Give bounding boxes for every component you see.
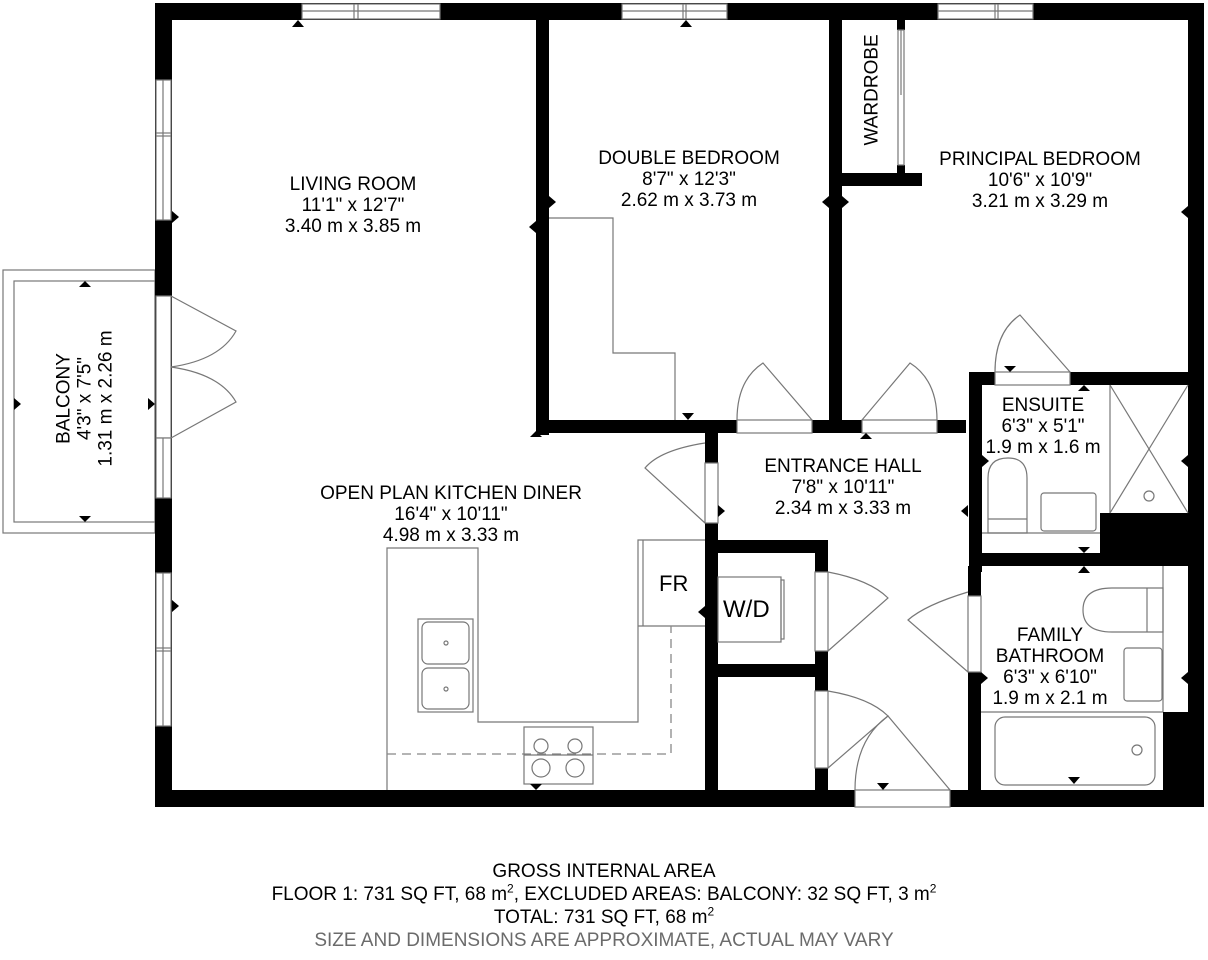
area-summary: GROSS INTERNAL AREA FLOOR 1: 731 SQ FT, … (0, 860, 1208, 952)
room-label-double-bedroom: DOUBLE BEDROOM 8'7" x 12'3" 2.62 m x 3.7… (598, 148, 780, 211)
room-label-kitchen-diner: OPEN PLAN KITCHEN DINER 16'4" x 10'11" 4… (320, 483, 582, 546)
room-name: ENSUITE (1001, 395, 1085, 416)
room-metric: 1.9 m x 1.6 m (985, 437, 1101, 458)
room-metric: 1.9 m x 2.1 m (992, 688, 1108, 709)
superscript: 2 (929, 881, 937, 896)
room-imperial: 4'3" x 7'5" (74, 356, 96, 441)
disclaimer: SIZE AND DIMENSIONS ARE APPROXIMATE, ACT… (314, 930, 894, 951)
superscript: 2 (507, 881, 514, 896)
fridge-label: FR (659, 571, 689, 596)
total-area-text: TOTAL: 731 SQ FT, 68 m (493, 907, 708, 928)
room-name-line1: FAMILY (1016, 625, 1084, 646)
room-name: LIVING ROOM (289, 174, 417, 195)
room-name: BALCONY (53, 353, 75, 444)
room-label-family-bathroom: FAMILY BATHROOM 6'3" x 6'10" 1.9 m x 2.1… (992, 625, 1107, 709)
doors (644, 314, 1071, 808)
room-label-ensuite: ENSUITE 6'3" x 5'1" 1.9 m x 1.6 m (985, 395, 1100, 458)
room-imperial: 10'6" x 10'9" (987, 170, 1093, 191)
room-imperial: 7'8" x 10'11" (791, 477, 895, 498)
floor-area: FLOOR 1: 731 SQ FT, 68 m2, EXCLUDED AREA… (0, 883, 1208, 906)
room-imperial: 11'1" x 12'7" (301, 195, 405, 216)
room-label-wardrobe: WARDROBE (862, 34, 883, 145)
room-label-living-room: LIVING ROOM 11'1" x 12'7" 3.40 m x 3.85 … (285, 174, 421, 237)
room-name: PRINCIPAL BEDROOM (939, 149, 1141, 170)
room-imperial: 16'4" x 10'11" (394, 504, 508, 525)
superscript: 2 (707, 904, 715, 919)
room-metric: 2.34 m x 3.33 m (774, 498, 912, 519)
room-label-principal-bedroom: PRINCIPAL BEDROOM 10'6" x 10'9" 3.21 m x… (939, 149, 1141, 212)
room-name-line2: BATHROOM (995, 646, 1105, 667)
excluded-area-text: , EXCLUDED AREAS: BALCONY: 32 SQ FT, 3 m (513, 884, 930, 905)
built-in-outline (549, 217, 676, 420)
room-metric: 3.21 m x 3.29 m (971, 191, 1109, 212)
kitchen-units (386, 539, 785, 790)
room-name: ENTRANCE HALL (764, 456, 922, 477)
room-imperial: 6'3" x 5'1" (1001, 416, 1085, 437)
room-name: WARDROBE (861, 34, 883, 146)
ensuite-fixtures (982, 384, 1189, 534)
room-label-balcony: BALCONY 4'3" x 7'5" 1.31 m x 2.26 m (54, 309, 117, 489)
total-area: TOTAL: 731 SQ FT, 68 m2 (0, 906, 1208, 929)
wardrobe-doors (897, 29, 905, 166)
room-imperial: 8'7" x 12'3" (642, 169, 736, 190)
room-label-entrance-hall: ENTRANCE HALL 7'8" x 10'11" 2.34 m x 3.3… (764, 456, 921, 519)
room-imperial: 6'3" x 6'10" (1003, 667, 1097, 688)
room-metric: 3.40 m x 3.85 m (284, 216, 422, 237)
room-name: DOUBLE BEDROOM (598, 148, 780, 169)
room-metric: 1.31 m x 2.26 m (95, 330, 117, 467)
room-metric: 2.62 m x 3.73 m (620, 190, 758, 211)
room-metric: 4.98 m x 3.33 m (382, 525, 520, 546)
area-title: GROSS INTERNAL AREA (492, 861, 716, 882)
floor-area-text: FLOOR 1: 731 SQ FT, 68 m (271, 884, 508, 905)
bathroom-fixtures (981, 566, 1164, 786)
dimension-arrows (14, 20, 1188, 790)
windows (155, 3, 1034, 727)
washer-dryer-label: W/D (723, 596, 770, 623)
room-name: OPEN PLAN KITCHEN DINER (320, 483, 582, 504)
